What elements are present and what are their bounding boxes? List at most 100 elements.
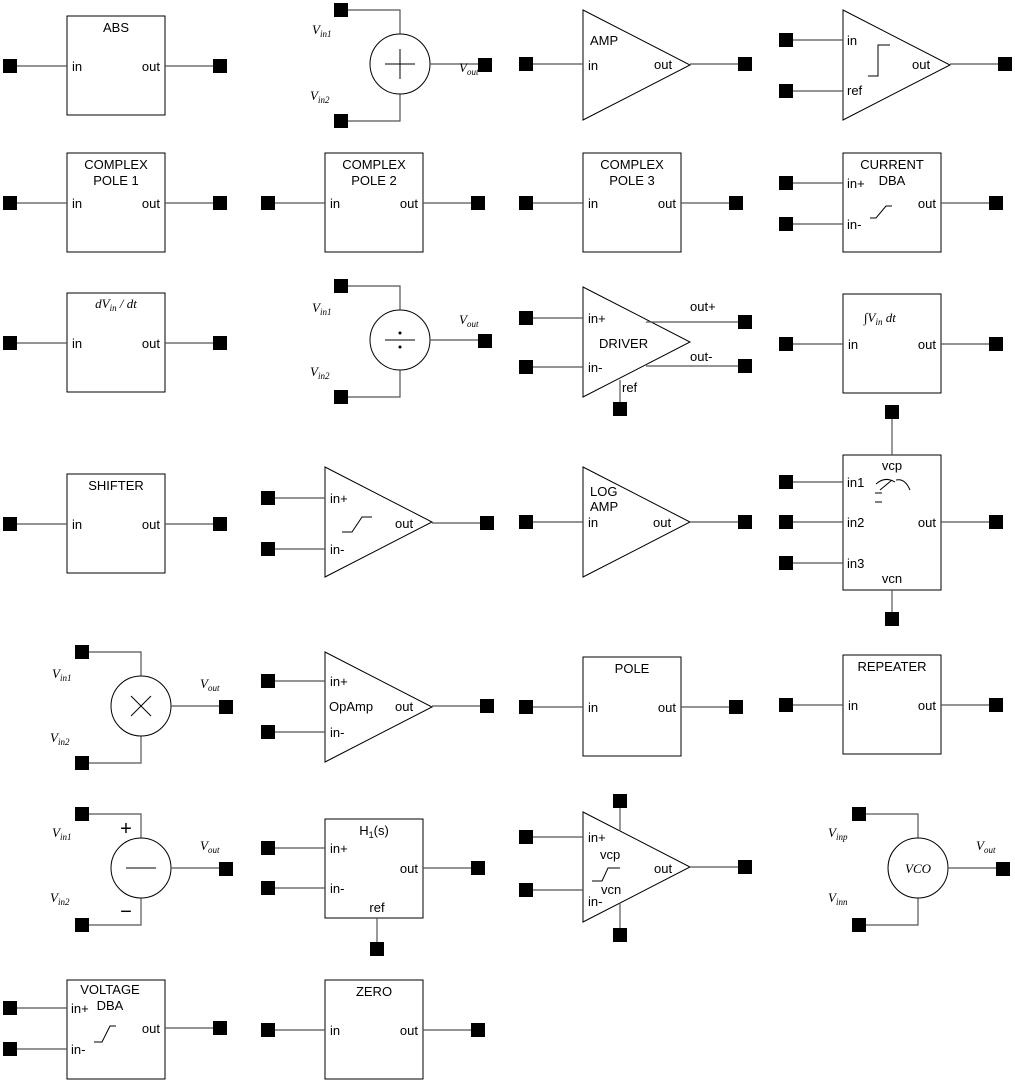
terminal-pin[interactable] [334,279,348,293]
terminal-pin[interactable] [471,1023,485,1037]
terminal-pin[interactable] [779,515,793,529]
terminal-pin[interactable] [989,337,1003,351]
terminal-pin[interactable] [3,59,17,73]
terminal-pin[interactable] [613,402,627,416]
terminal-pin[interactable] [261,196,275,210]
terminal-pin[interactable] [261,1023,275,1037]
terminal-pin[interactable] [3,336,17,350]
terminal-pin[interactable] [75,807,89,821]
terminal-pin[interactable] [471,861,485,875]
terminal-pin[interactable] [519,311,533,325]
terminal-pin[interactable] [261,725,275,739]
terminal-pin[interactable] [213,196,227,210]
terminal-pin[interactable] [779,337,793,351]
terminal-pin[interactable] [478,334,492,348]
port-label: out [918,196,936,211]
terminal-pin[interactable] [989,196,1003,210]
title-main: dV [95,296,112,311]
terminal-pin[interactable] [334,390,348,404]
terminal-pin[interactable] [779,176,793,190]
block-title: REPEATER [857,659,926,674]
terminal-pin[interactable] [334,114,348,128]
block-title: COMPLEX [84,157,148,172]
terminal-pin[interactable] [213,1021,227,1035]
terminal-pin[interactable] [519,57,533,71]
terminal-pin[interactable] [779,698,793,712]
terminal-pin[interactable] [261,881,275,895]
terminal-pin[interactable] [729,196,743,210]
terminal-pin[interactable] [779,556,793,570]
terminal-pin[interactable] [261,841,275,855]
terminal-pin[interactable] [370,942,384,956]
block-title: DBA [97,998,124,1013]
terminal-pin[interactable] [480,516,494,530]
terminal-pin[interactable] [480,699,494,713]
terminal-pin[interactable] [852,918,866,932]
terminal-pin[interactable] [213,517,227,531]
vout-label: Vout [200,676,220,693]
terminal-pin[interactable] [738,315,752,329]
terminal-pin[interactable] [75,918,89,932]
terminal-pin[interactable] [885,612,899,626]
vin1-label-subscript: in1 [60,832,72,842]
terminal-pin[interactable] [3,1001,17,1015]
terminal-pin[interactable] [779,475,793,489]
terminal-pin[interactable] [213,336,227,350]
terminal-pin[interactable] [989,515,1003,529]
terminal-pin[interactable] [738,57,752,71]
terminal-pin[interactable] [996,862,1010,876]
wire [89,813,142,838]
terminal-pin[interactable] [519,700,533,714]
terminal-pin[interactable] [779,33,793,47]
terminal-pin[interactable] [852,807,866,821]
terminal-pin[interactable] [471,196,485,210]
terminal-pin[interactable] [738,359,752,373]
terminal-pin[interactable] [3,1042,17,1056]
terminal-pin[interactable] [219,700,233,714]
terminal-pin[interactable] [261,674,275,688]
vin2-label: Vin2 [310,88,330,105]
wire [866,898,919,926]
terminal-pin[interactable] [478,58,492,72]
terminal-pin[interactable] [998,57,1012,71]
terminal-pin[interactable] [779,84,793,98]
terminal-pin[interactable] [3,196,17,210]
terminal-pin[interactable] [261,542,275,556]
terminal-pin[interactable] [989,698,1003,712]
terminal-pin[interactable] [613,928,627,942]
terminal-pin[interactable] [519,196,533,210]
vin1-label-main: V [312,22,322,37]
vin2-label-main: V [50,890,60,905]
terminal-pin[interactable] [213,59,227,73]
vin2-label: Vin2 [310,364,330,381]
terminal-pin[interactable] [519,883,533,897]
multiply-icon-b [130,695,152,717]
title-main: ∫V [863,310,878,326]
terminal-pin[interactable] [779,217,793,231]
terminal-pin[interactable] [3,517,17,531]
terminal-pin[interactable] [334,3,348,17]
terminal-pin[interactable] [261,491,275,505]
title-subscript: in [876,317,884,327]
terminal-pin[interactable] [519,830,533,844]
terminal-pin[interactable] [885,405,899,419]
terminal-pin[interactable] [738,515,752,529]
title-rest: / dt [117,296,138,311]
block-title: COMPLEX [342,157,406,172]
terminal-pin[interactable] [219,862,233,876]
terminal-pin[interactable] [613,794,627,808]
terminal-pin[interactable] [519,515,533,529]
terminal-pin[interactable] [519,360,533,374]
terminal-pin[interactable] [729,700,743,714]
terminal-pin[interactable] [75,756,89,770]
terminal-pin[interactable] [75,645,89,659]
terminal-pin[interactable] [738,860,752,874]
port-label: vcp [600,847,620,862]
